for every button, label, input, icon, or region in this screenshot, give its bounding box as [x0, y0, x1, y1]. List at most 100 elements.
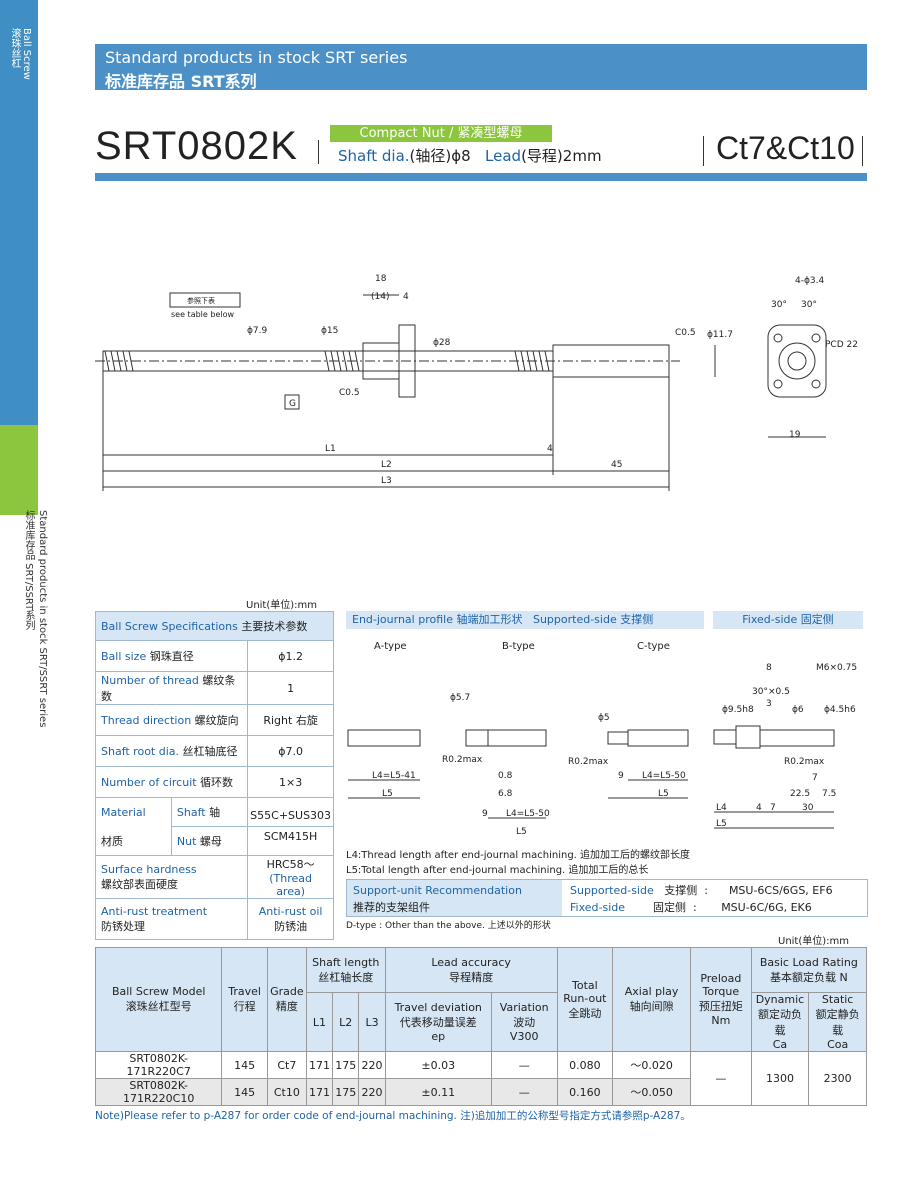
col-model-zh: 滚珠丝杠型号 — [125, 1000, 192, 1013]
col-shaft-en: Shaft length — [312, 955, 380, 969]
dim-label: 4 — [403, 292, 409, 302]
note-box — [169, 292, 241, 308]
journal-note-l5: L5:Total length after end-journal machin… — [346, 865, 649, 876]
dim-label: ϕ11.7 — [707, 330, 733, 340]
banner-title-en: Standard products in stock SRT series — [105, 48, 408, 67]
col-dyn-en: Dynamic — [755, 993, 805, 1006]
sidebar-top — [0, 0, 38, 425]
material-shaft-zh: 轴 — [209, 806, 221, 819]
f-label: 7.5 — [822, 789, 836, 799]
cell-l1: 171 — [305, 1051, 334, 1079]
spec-name-zh: 螺纹条数 — [101, 674, 236, 703]
dim-label: ϕ28 — [433, 338, 451, 348]
support-side-value: MSU-6C/6G, EK6 — [721, 901, 812, 914]
spec-name-zh: 螺纹旋向 — [194, 714, 239, 727]
col-var-zh: 波动 — [513, 1016, 536, 1029]
cell-dev: ±0.03 — [384, 1051, 492, 1079]
sidebar-section-zh: 标准库存品 SRT/SSRT系列 — [23, 510, 34, 631]
dim-label: L1 — [325, 444, 336, 454]
support-side-zh: 支撑侧 — [664, 884, 698, 897]
material-nut-value: SCM415H — [263, 830, 318, 843]
f-label: 30 — [802, 803, 814, 813]
f-label: L5 — [716, 819, 727, 829]
cell-l3: 220 — [358, 1078, 386, 1106]
type-label-b: B-type — [502, 641, 535, 652]
col-grade-en: Grade — [270, 985, 304, 998]
cell-runout: 0.080 — [556, 1051, 614, 1079]
cell-l2: 175 — [332, 1051, 360, 1079]
f-label: 30°×0.5 — [752, 687, 790, 697]
cell-preload: — — [690, 1051, 752, 1106]
material-en: Material — [101, 805, 146, 819]
b-type-step — [465, 729, 489, 747]
spec-value: 1×3 — [247, 766, 334, 798]
footnote: Note)Please refer to p-A287 for order co… — [95, 1108, 691, 1123]
dim-label: C0.5 — [675, 328, 696, 338]
antirust-value-en: Anti-rust oil — [258, 904, 323, 918]
material-nut-zh: 螺母 — [199, 835, 222, 848]
hardness-zh: 螺纹部表面硬度 — [101, 877, 178, 891]
a-type-shaft — [347, 729, 421, 747]
model-title: SRT0802K — [95, 124, 298, 168]
lead-value: 2mm — [562, 147, 602, 165]
col-model-en: Ball Screw Model — [111, 985, 206, 998]
header-rule — [95, 173, 867, 181]
divider — [318, 140, 319, 164]
antirust-zh: 防锈处理 — [101, 919, 145, 933]
f-label: 4 — [756, 803, 762, 813]
b-label: 6.8 — [498, 789, 513, 799]
a-label: L4=L5-41 — [372, 771, 416, 781]
support-unit-box: Support-unit Recommendation 推荐的支架组件 Supp… — [346, 879, 868, 917]
b-label: ϕ5.7 — [450, 693, 470, 703]
spec-header-en: Ball Screw Specifications — [101, 620, 238, 633]
bolt-hole — [811, 333, 821, 343]
spec-value: ϕ7.0 — [247, 735, 334, 767]
support-row: Fixed-side 固定侧 : MSU-6C/6G, EK6 — [570, 901, 812, 914]
col-preload-unit: Nm — [711, 1014, 731, 1027]
cell-var: — — [490, 1051, 558, 1079]
table-row: SRT0802K-171R220C7 145 Ct7 171 175 220 ±… — [94, 1051, 867, 1106]
f-label: ϕ9.5h8 — [722, 705, 754, 715]
accuracy-grade: Ct7&Ct10 — [716, 130, 855, 166]
bolt-hole — [773, 333, 783, 343]
col-load-en: Basic Load Rating — [759, 955, 858, 969]
c-label: L5 — [658, 789, 669, 799]
spec-name-zh: 循环数 — [200, 776, 234, 789]
c-label: R0.2max — [568, 757, 609, 767]
spec-name-en: Number of circuit — [101, 776, 197, 789]
col-runout-zh: 全跳动 — [568, 1006, 602, 1020]
c-label: ϕ5 — [598, 713, 610, 723]
col-dev-zh: 代表移动量误差 — [399, 1016, 477, 1029]
dim-label: PCD 22 — [825, 340, 858, 350]
cell-grade: Ct10 — [266, 1078, 307, 1106]
divider — [862, 136, 863, 166]
f-label: 8 — [766, 663, 772, 673]
cell-travel: 145 — [221, 1078, 268, 1106]
b-label: 0.8 — [498, 771, 513, 781]
fixed-journal — [735, 725, 761, 749]
cell-l3: 220 — [358, 1051, 386, 1079]
cell-var: — — [490, 1078, 558, 1106]
sidebar-label-zh: 滚珠丝杠 — [9, 28, 20, 68]
g-label: G — [289, 399, 296, 409]
ball-screw-drawing: 18 (14) 4 ϕ7.9 ϕ15 ϕ28 C0.5 C0.5 ϕ11.7 L… — [95, 274, 858, 491]
col-sta-zh: 额定静负载 — [815, 1008, 860, 1037]
support-side-value: MSU-6CS/6GS, EF6 — [728, 884, 833, 897]
divider — [703, 136, 704, 166]
shaft-lead-line: Shaft dia.(轴径)ϕ8 Lead(导程)2mm — [338, 145, 602, 166]
lead-label-zh: (导程) — [521, 147, 563, 165]
dim-label: (14) — [371, 292, 389, 302]
lead-label: Lead — [485, 147, 522, 165]
col-sta-sym: Coa — [827, 1038, 849, 1051]
journal-fixed-header: Fixed-side 固定侧 — [713, 611, 863, 629]
support-row: Supported-side 支撑侧 : MSU-6CS/6GS, EF6 — [570, 884, 833, 897]
dim-label: 30° — [771, 300, 787, 310]
cell-model: SRT0802K-171R220C10 — [94, 1078, 223, 1106]
sidebar-label-en: Ball Screw — [21, 28, 32, 80]
fixed-step — [713, 729, 737, 745]
cell-l1: 171 — [305, 1078, 334, 1106]
